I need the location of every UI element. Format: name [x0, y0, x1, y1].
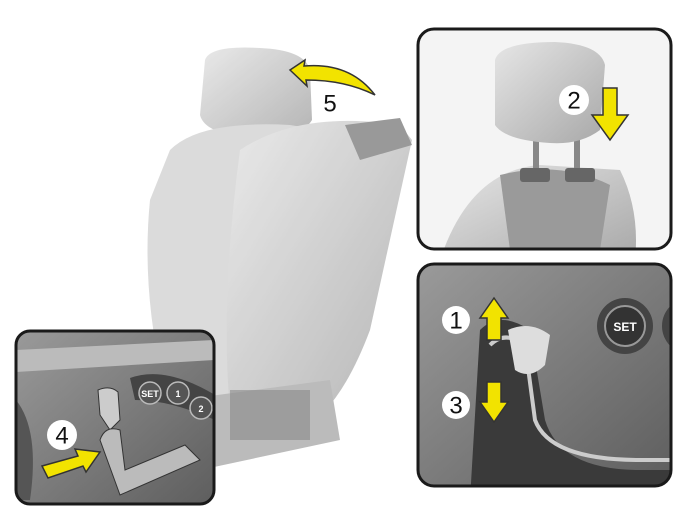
seat-rail	[230, 390, 310, 440]
step-5-badge: 5	[315, 88, 345, 118]
arrow-step-4	[40, 448, 102, 479]
seatback	[226, 120, 412, 430]
headrest-ghost	[200, 47, 312, 139]
arrow-step-1	[478, 296, 510, 341]
svg-text:2: 2	[567, 88, 580, 115]
memory-2-button: 2	[198, 404, 203, 414]
step-3-badge: 3	[442, 391, 470, 420]
step-1-badge: 1	[442, 306, 470, 335]
set-button: SET	[613, 320, 637, 334]
headrest-mount	[345, 118, 412, 160]
svg-text:3: 3	[449, 393, 462, 420]
inset-memory-controls: SET 1 2	[14, 329, 216, 506]
svg-text:4: 4	[55, 423, 68, 450]
memory-1-button: 1	[175, 389, 180, 399]
svg-text:2: 2	[198, 404, 203, 414]
svg-text:1: 1	[449, 308, 462, 335]
step-2-badge: 2	[559, 85, 589, 115]
svg-text:SET: SET	[141, 389, 159, 399]
arrow-step-5	[288, 58, 376, 96]
memory-set-button: SET	[141, 389, 159, 399]
main-seat	[147, 47, 412, 470]
inset-release-button: SET	[416, 262, 673, 488]
step-4-badge: 4	[47, 420, 77, 450]
svg-text:5: 5	[323, 91, 336, 118]
svg-text:SET: SET	[613, 320, 637, 334]
arrow-step-2	[590, 87, 630, 142]
svg-text:1: 1	[175, 389, 180, 399]
arrow-step-3	[478, 381, 510, 424]
inset-headrest	[416, 27, 673, 251]
